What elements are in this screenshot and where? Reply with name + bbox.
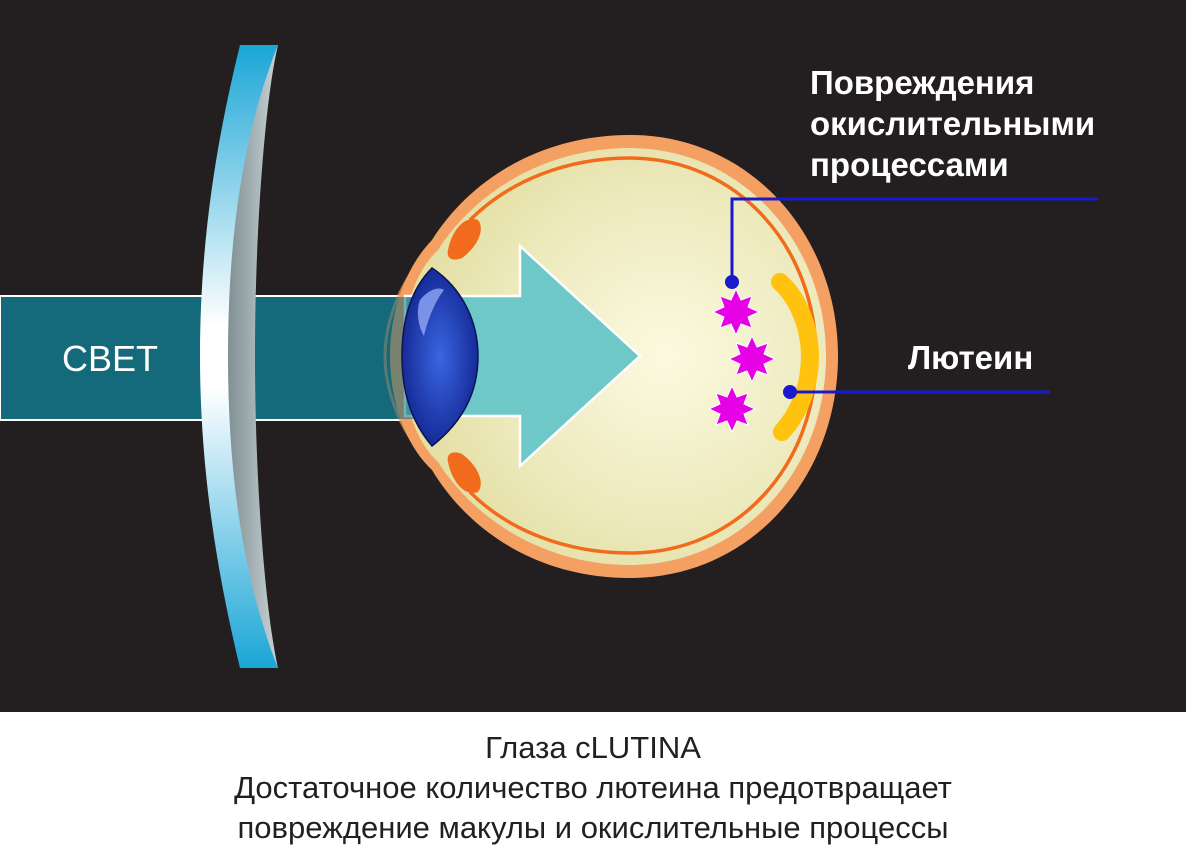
damage-pointer-dot xyxy=(725,275,739,289)
damage-star-1 xyxy=(711,287,761,337)
caption: Глаза cLUTINA Достаточное количество лют… xyxy=(0,728,1186,848)
lutein-pointer-dot xyxy=(783,385,797,399)
damage-label: Повреждения окислительными процессами xyxy=(810,64,1096,183)
caption-line-2: Достаточное количество лютеина предотвра… xyxy=(234,770,952,805)
caption-title: Глаза cLUTINA xyxy=(485,730,701,765)
caption-line-3: повреждение макулы и окислительные проце… xyxy=(237,810,949,845)
damage-star-2 xyxy=(727,334,777,384)
ciliary-body-bottom xyxy=(447,452,481,493)
eye-lens-highlight xyxy=(417,288,444,336)
oxidative-damage-spots xyxy=(707,287,777,434)
damage-pointer-line xyxy=(730,197,1098,282)
lutein-label: Лютеин xyxy=(908,339,1034,376)
eye-diagram xyxy=(0,45,1098,668)
light-label: СВЕТ xyxy=(62,338,159,379)
damage-star-3 xyxy=(707,384,757,434)
ciliary-body-top xyxy=(447,219,481,260)
diagram-canvas: СВЕТ Повреждения окислительными процесса… xyxy=(0,0,1186,712)
lutein-layer xyxy=(771,273,820,441)
spectacle-lens xyxy=(200,45,278,668)
